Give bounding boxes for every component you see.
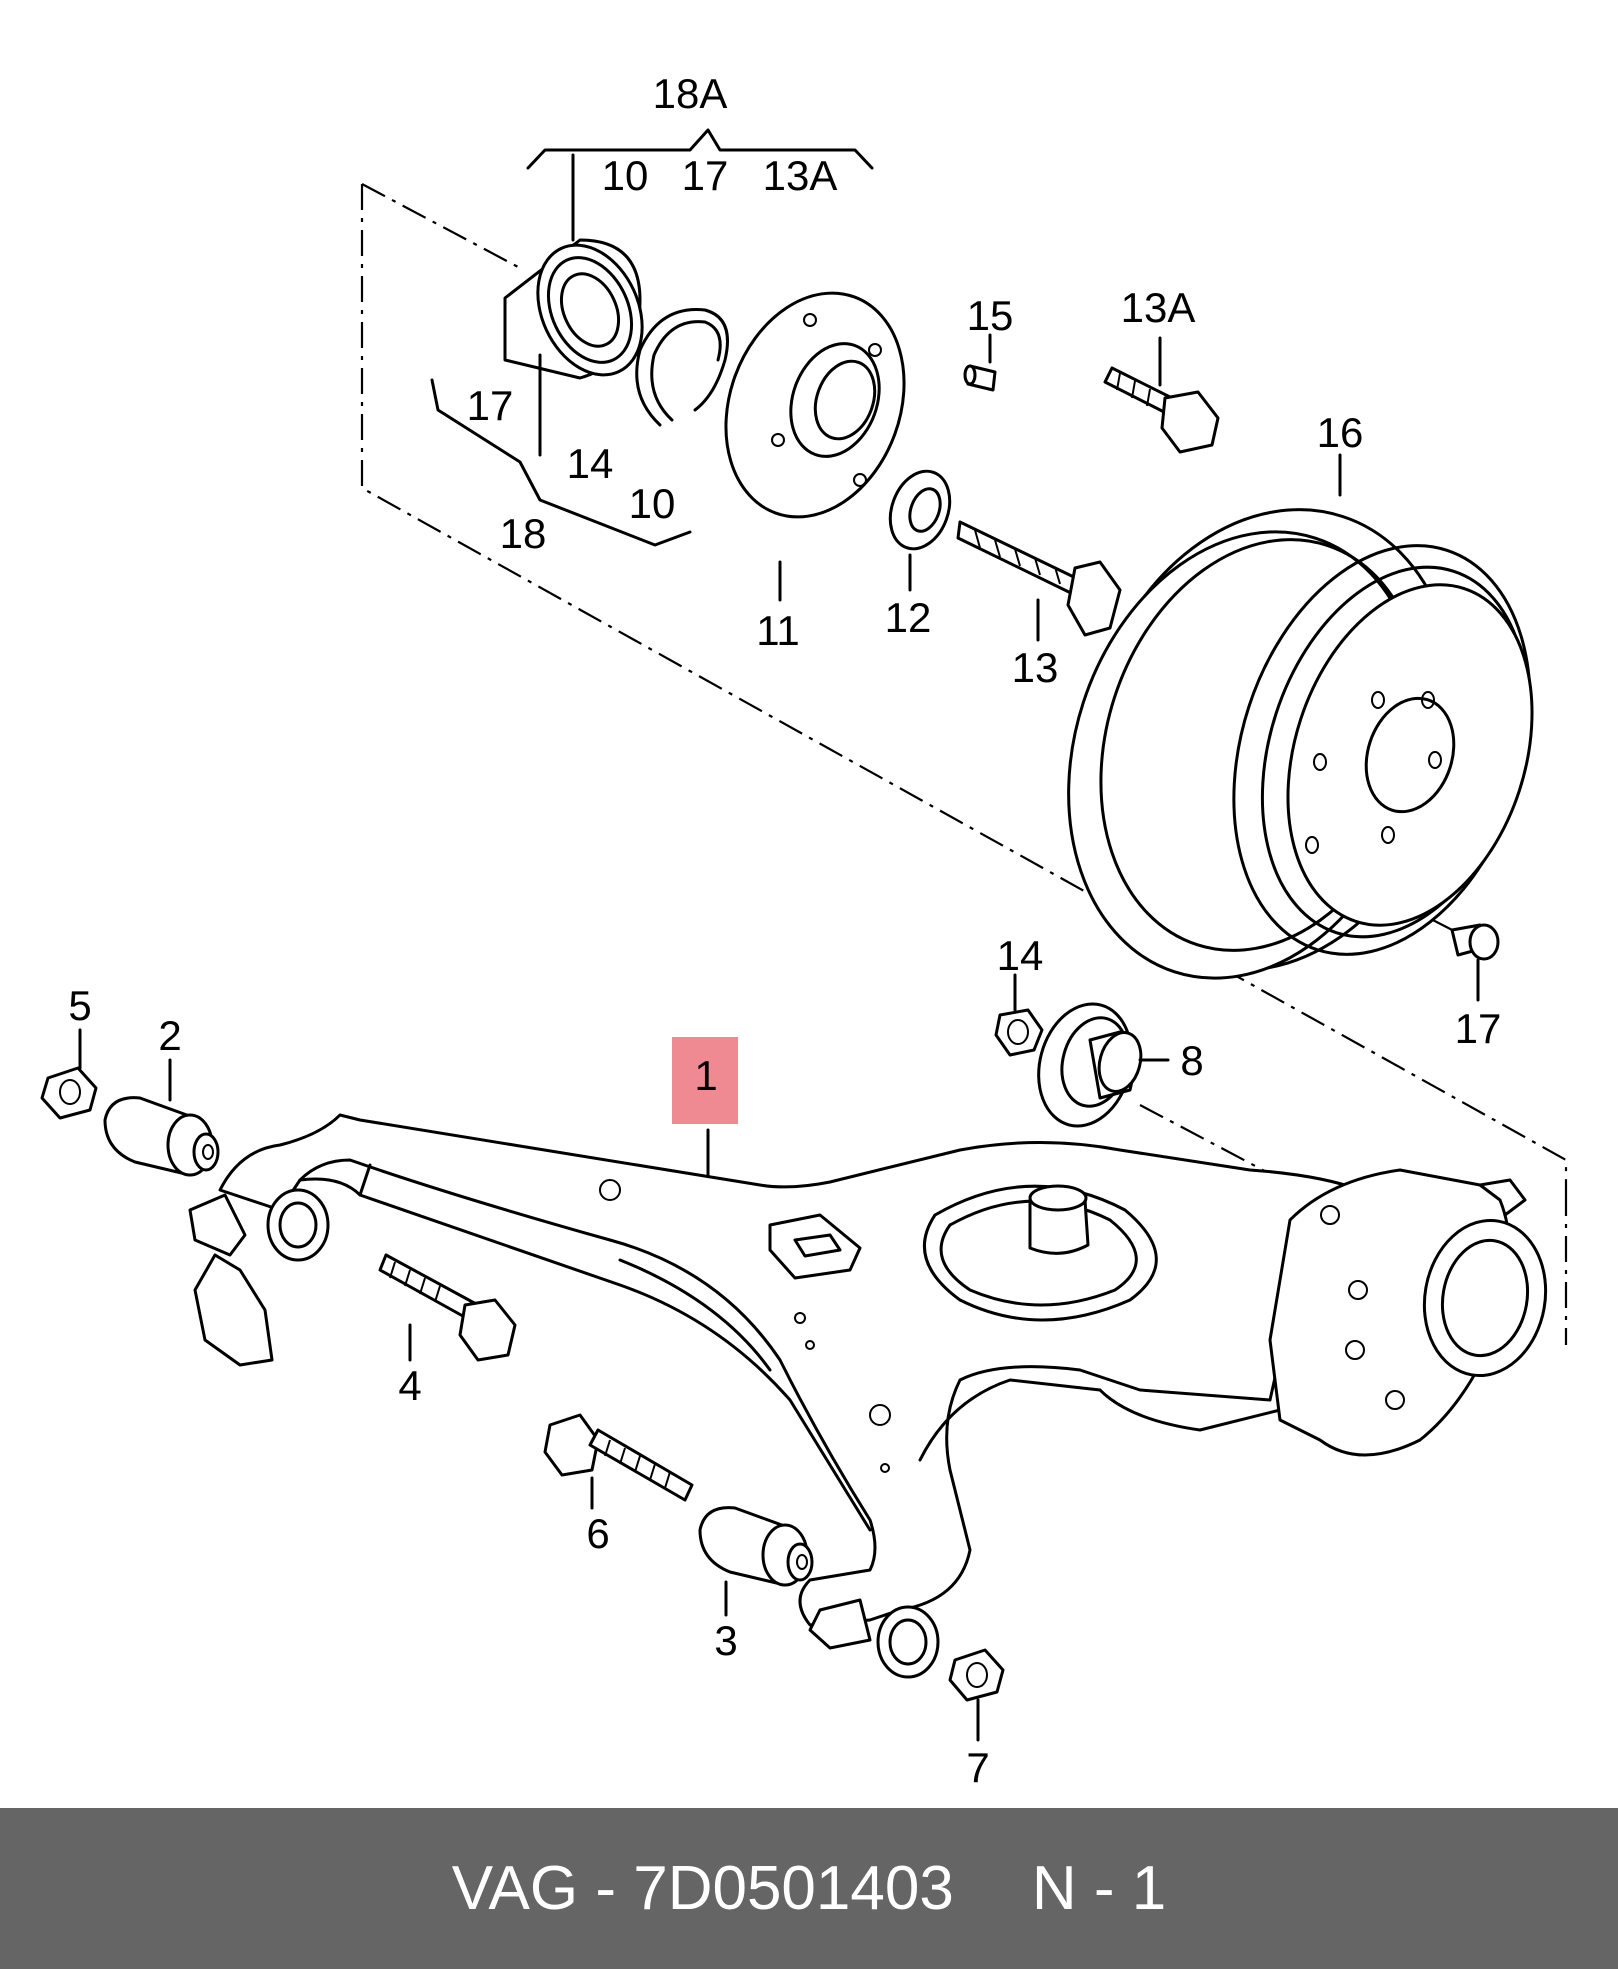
callout-1: 1 [694,1052,717,1099]
part-number-footer: VAG - 7D0501403 N - 1 [0,1808,1618,1969]
parts-diagram: 18A 10 17 13A 17 14 10 18 15 13A 16 11 1… [40,70,1568,1791]
callout-3: 3 [714,1617,737,1664]
rubber-mount [1037,1002,1143,1128]
callout-12: 12 [885,594,932,641]
axle-bolt [956,520,1122,637]
callout-13A-top: 13A [763,152,838,199]
callout-11: 11 [756,607,800,654]
callout-10-left: 10 [629,480,676,527]
callout-5: 5 [68,982,91,1029]
callout-8: 8 [1180,1037,1203,1084]
callout-6: 6 [586,1510,609,1557]
brake-drum [1067,508,1534,980]
drum-screw [1450,923,1500,961]
bushing-3 [698,1506,814,1587]
callout-17: 17 [1455,1005,1502,1052]
assembly-boundary [360,183,1568,1345]
bushing-2 [103,1096,220,1177]
diagram-position: N - 1 [1031,1854,1167,1923]
callout-4: 4 [398,1362,421,1409]
nut-14 [994,1008,1044,1057]
bolt-13a [1103,366,1220,454]
circlip [635,308,729,427]
callout-17-top: 17 [682,152,729,199]
callout-17-left: 17 [467,382,514,429]
wheel-hub [724,291,906,519]
nut-5 [40,1066,98,1120]
callout-2: 2 [158,1012,181,1059]
callout-labels: 18A 10 17 13A 17 14 10 18 15 13A 16 11 1… [68,70,1501,1791]
bolt-6 [543,1413,694,1502]
washer [888,469,952,551]
highlight-box [672,1037,738,1124]
callout-16: 16 [1317,409,1364,456]
callout-10-top: 10 [602,152,649,199]
callout-18A: 18A [653,70,728,117]
callout-15: 15 [967,292,1014,339]
callout-13A: 13A [1121,284,1196,331]
callout-7: 7 [966,1744,989,1791]
callout-18: 18 [500,510,547,557]
nut-7 [948,1648,1005,1702]
callout-14-left: 14 [567,440,614,487]
bolt-4 [378,1253,517,1362]
callout-14: 14 [997,932,1044,979]
leader-lines [78,128,1480,1742]
callout-13: 13 [1012,644,1059,691]
wheel-bearing [503,238,644,380]
dowel-pin [963,364,997,392]
axle-beam [188,1113,1548,1679]
part-number: VAG - 7D0501403 [451,1854,954,1923]
